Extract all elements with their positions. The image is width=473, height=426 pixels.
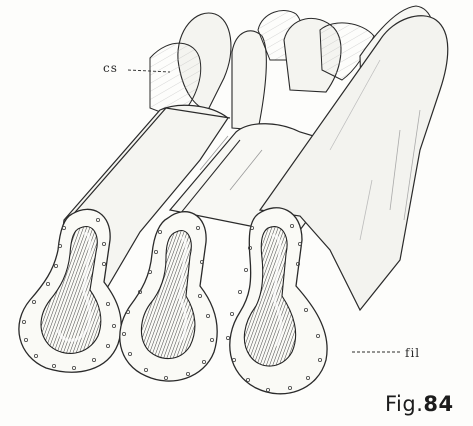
caption-number: 84 [423,392,453,416]
caption-prefix: Fig. [385,392,423,416]
cross-section-right [226,208,327,394]
figure-caption: Fig.84 [385,392,454,416]
label-cs: cs [103,61,118,75]
cross-section-left [19,209,121,372]
label-fil: fil [405,346,420,360]
